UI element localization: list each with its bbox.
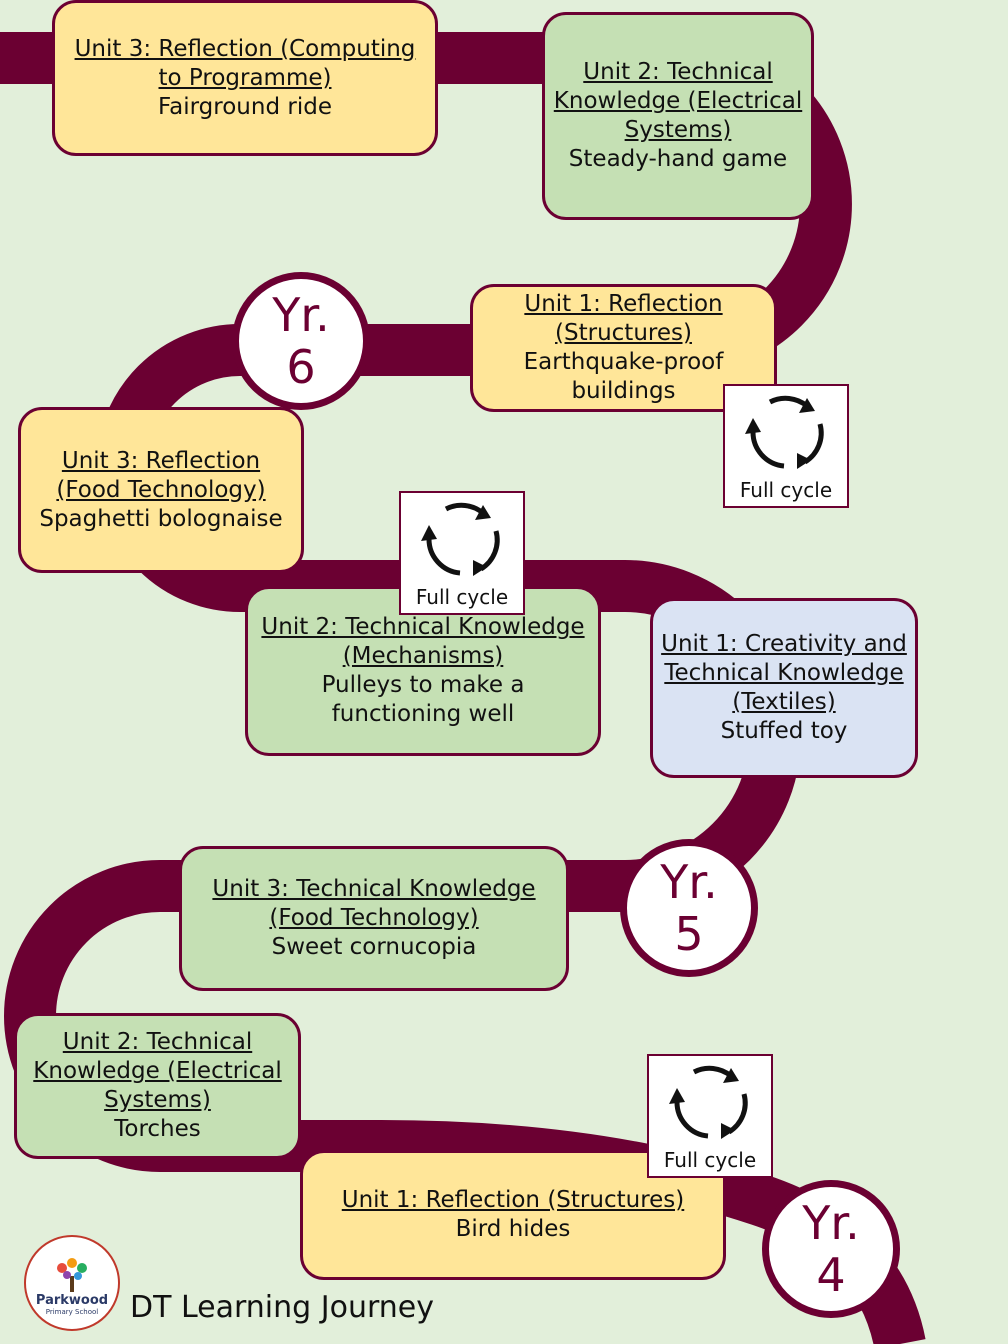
year-label: Yr. <box>660 855 718 909</box>
unit-card: Unit 3: Reflection (Computing to Program… <box>52 0 438 156</box>
year-marker: Yr. 6 <box>232 272 370 410</box>
unit-title: Unit 1: Creativity and Technical Knowled… <box>661 631 907 715</box>
unit-project: Steady-hand game <box>568 146 788 172</box>
unit-title: Unit 2: Technical Knowledge (Electrical … <box>553 59 803 143</box>
unit-title: Unit 3: Technical Knowledge (Food Techno… <box>212 876 536 931</box>
cycle-arrows-icon <box>669 1065 748 1139</box>
unit-project: Fairground ride <box>158 93 332 120</box>
unit-card: Unit 1: Reflection (Structures) Bird hid… <box>300 1150 726 1280</box>
logo-name: Parkwood <box>35 1293 109 1308</box>
year-number: 5 <box>674 907 704 961</box>
logo-subtitle: Primary School <box>45 1308 99 1316</box>
unit-project: Torches <box>114 1116 201 1142</box>
unit-project: Stuffed toy <box>720 718 848 744</box>
full-cycle-badge: Full cycle <box>723 384 849 508</box>
cycle-arrows-icon <box>745 395 824 469</box>
unit-card: Unit 1: Creativity and Technical Knowled… <box>650 598 918 778</box>
unit-card: Unit 3: Reflection (Food Technology) Spa… <box>18 407 304 573</box>
unit-project: Earthquake-proof buildings <box>523 349 724 404</box>
year-marker: Yr. 4 <box>762 1180 900 1318</box>
year-number: 4 <box>816 1248 846 1302</box>
unit-project: Bird hides <box>455 1216 571 1242</box>
unit-title: Unit 3: Reflection (Food Technology) <box>56 447 266 503</box>
cycle-arrows-icon <box>421 502 500 576</box>
unit-title: Unit 1: Reflection (Structures) <box>341 1187 685 1213</box>
tree-icon <box>57 1258 87 1292</box>
unit-project: Pulleys to make a functioning well <box>321 672 525 727</box>
unit-card: Unit 3: Technical Knowledge (Food Techno… <box>179 846 569 991</box>
year-label: Yr. <box>272 288 330 342</box>
school-logo: Parkwood Primary School <box>24 1235 120 1331</box>
full-cycle-badge: Full cycle <box>647 1054 773 1178</box>
page-title: DT Learning Journey <box>130 1290 434 1325</box>
unit-title: Unit 2: Technical Knowledge (Mechanisms) <box>261 614 585 669</box>
cycle-label: Full cycle <box>415 585 509 609</box>
unit-project: Spaghetti bolognaise <box>39 505 283 532</box>
unit-title: Unit 2: Technical Knowledge (Electrical … <box>33 1029 282 1113</box>
year-marker: Yr. 5 <box>620 839 758 977</box>
cycle-label: Full cycle <box>663 1148 757 1172</box>
unit-title: Unit 1: Reflection (Structures) <box>524 291 723 346</box>
unit-card: Unit 2: Technical Knowledge (Mechanisms)… <box>245 586 601 756</box>
year-number: 6 <box>286 340 316 394</box>
cycle-label: Full cycle <box>739 478 833 502</box>
unit-card: Unit 2: Technical Knowledge (Electrical … <box>542 12 814 220</box>
year-label: Yr. <box>802 1196 860 1250</box>
unit-card: Unit 1: Reflection (Structures) Earthqua… <box>470 284 777 412</box>
full-cycle-badge: Full cycle <box>399 491 525 615</box>
unit-title: Unit 3: Reflection (Computing to Program… <box>74 35 416 91</box>
unit-card: Unit 2: Technical Knowledge (Electrical … <box>14 1013 301 1159</box>
unit-project: Sweet cornucopia <box>271 934 477 960</box>
